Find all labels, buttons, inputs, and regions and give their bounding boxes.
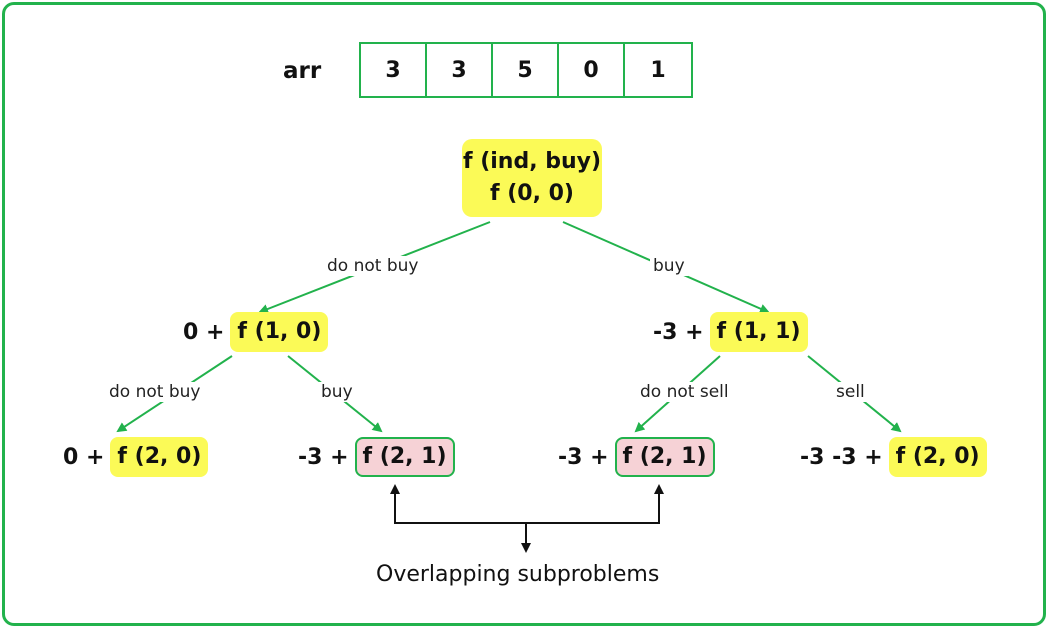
array-cell: 3 [427,44,493,96]
edge-label-right-left: do not sell [637,382,732,402]
node-prefix: -3 + [558,444,609,470]
node-prefix: -3 -3 + [800,444,883,470]
root-signature: f (ind, buy) [462,149,602,174]
edge-label-root-right: buy [650,256,688,276]
root-call: f (0, 0) [490,181,574,206]
edge-label-left-left: do not buy [106,382,204,402]
node-level1-left: 0 + f (1, 0) [183,312,329,352]
edge-label-right-right: sell [833,382,868,402]
node-level2-2: -3 + f (2, 1) [298,437,455,477]
node-level2-3: -3 + f (2, 1) [558,437,715,477]
array-cell: 1 [650,57,666,83]
node-level2-4: -3 -3 + f (2, 0) [800,437,987,477]
node-prefix: 0 + [183,319,225,345]
node-level1-right: -3 + f (1, 1) [653,312,808,352]
node-prefix: -3 + [653,319,704,345]
edge-label-left-right: buy [318,382,356,402]
array-cell: 0 [559,44,625,96]
edge-label-root-left: do not buy [324,256,422,276]
call-box: f (2, 0) [888,437,987,477]
array-label: arr [283,58,322,84]
node-level2-1: 0 + f (2, 0) [63,437,209,477]
overlap-bracket [394,488,660,524]
overlap-caption: Overlapping subproblems [376,562,660,587]
call-box: f (2, 0) [110,437,209,477]
array-cells: 3 3 5 0 1 [359,42,693,98]
call-box: f (1, 0) [230,312,329,352]
overlap-call-box: f (2, 1) [354,437,455,477]
array-cell: 5 [493,44,559,96]
array-cell: 3 [361,44,427,96]
overlap-call-box: f (2, 1) [614,437,715,477]
call-box: f (1, 1) [709,312,808,352]
root-node: f (ind, buy) f (0, 0) [462,139,602,217]
node-prefix: 0 + [63,444,105,470]
node-prefix: -3 + [298,444,349,470]
